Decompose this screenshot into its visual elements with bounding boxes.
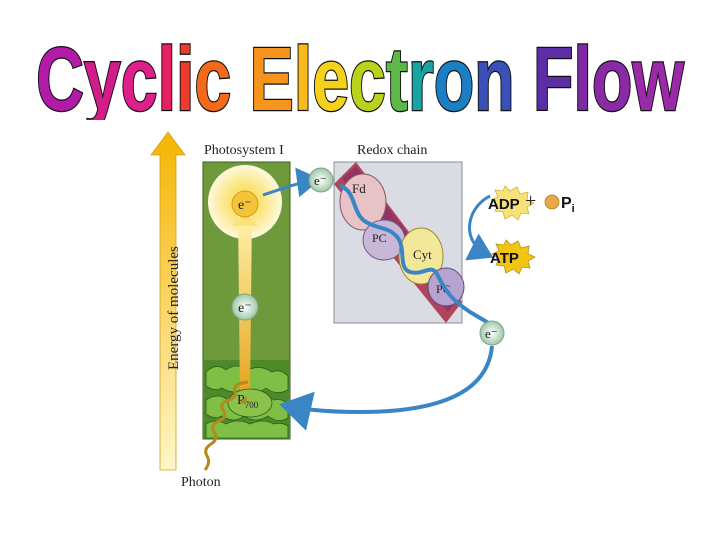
plus-sign: +: [525, 190, 536, 212]
pi-sub: i: [572, 203, 575, 215]
adp-to-atp-arrow: [469, 196, 490, 255]
redox-chain-label: Redox chain: [357, 143, 427, 158]
electron-mid-label: e⁻: [238, 301, 252, 316]
electron-transit-bottom-label: e⁻: [485, 326, 498, 341]
pi-main: P: [561, 195, 572, 212]
atp-label: ATP: [490, 250, 519, 267]
cyt-label: Cyt: [413, 247, 432, 262]
phosphate-label: Pi: [561, 195, 575, 215]
photosystem-label: Photosystem I: [204, 143, 284, 158]
fd-label: Fd: [352, 181, 366, 196]
adp-label: ADP: [488, 196, 520, 213]
return-to-p700-arrow: [287, 346, 492, 412]
p700-sub: 700: [245, 400, 259, 410]
electron-top-label: e⁻: [238, 198, 252, 213]
pc-label-upper: PC: [372, 231, 387, 245]
photon-label: Photon: [181, 475, 221, 490]
electron-transit-top-label: e⁻: [314, 173, 327, 188]
energy-axis-label: Energy of molecules: [166, 246, 182, 370]
phosphate-dot: [545, 195, 559, 209]
